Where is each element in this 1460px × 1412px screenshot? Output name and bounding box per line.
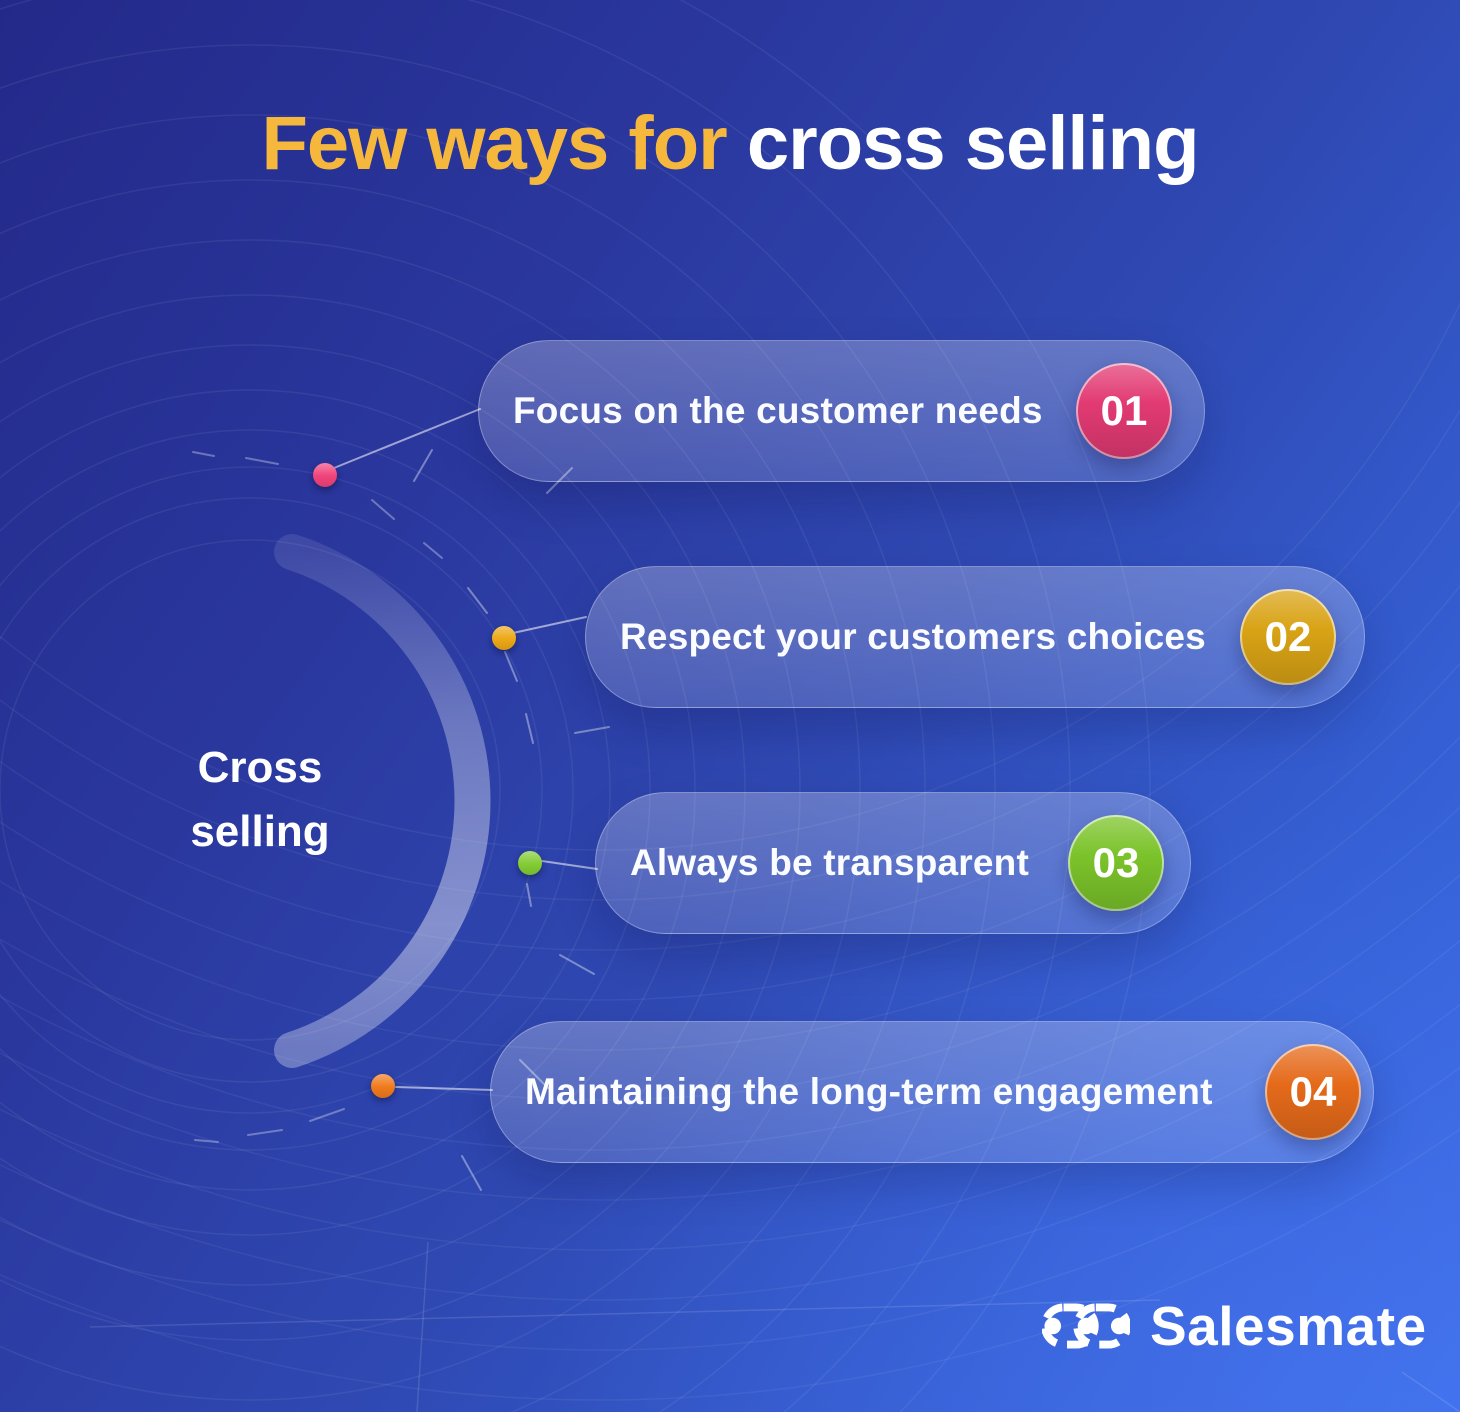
item-label: Maintaining the long-term engagement [525, 1071, 1213, 1112]
number-badge-01: 01 [1076, 363, 1172, 459]
title-highlight: Few ways for [261, 101, 727, 186]
page-title: Few ways for cross selling [0, 100, 1460, 187]
list-item-1: Focus on the customer needs 01 [478, 340, 1205, 482]
salesmate-logo-icon [1042, 1303, 1130, 1349]
badge-number: 03 [1092, 839, 1140, 886]
number-badge-04: 04 [1265, 1044, 1361, 1140]
connector-dot-3 [518, 851, 542, 875]
hub-label-line1: Cross [197, 743, 323, 792]
hub-arc [274, 534, 491, 1068]
connector-dot-4 [371, 1074, 395, 1098]
hub-label-line2: selling [190, 806, 330, 856]
list-item-4: Maintaining the long-term engagement 04 [490, 1021, 1374, 1163]
hub-label: Cross selling [150, 736, 370, 864]
connector-dot-1 [313, 463, 337, 487]
badge-number: 01 [1100, 387, 1148, 434]
hub-rings [0, 0, 1150, 1412]
item-label: Focus on the customer needs [513, 390, 1043, 431]
ring-dashes [192, 451, 443, 1143]
brand-name: Salesmate [1150, 1295, 1427, 1357]
faint-lines [89, 1241, 1460, 1412]
connector-lines [333, 408, 598, 1091]
item-label: Always be transparent [630, 842, 1030, 883]
brand-footer: Salesmate [1042, 1294, 1427, 1358]
connector-dot-2 [492, 626, 516, 650]
number-badge-03: 03 [1068, 815, 1164, 911]
list-item-2: Respect your customers choices 02 [585, 566, 1365, 708]
title-rest: cross selling [746, 101, 1200, 186]
badge-number: 02 [1264, 613, 1312, 660]
number-badge-02: 02 [1240, 589, 1336, 685]
item-label: Respect your customers choices [620, 616, 1206, 657]
badge-number: 04 [1289, 1068, 1337, 1115]
list-item-3: Always be transparent 03 [595, 792, 1191, 934]
